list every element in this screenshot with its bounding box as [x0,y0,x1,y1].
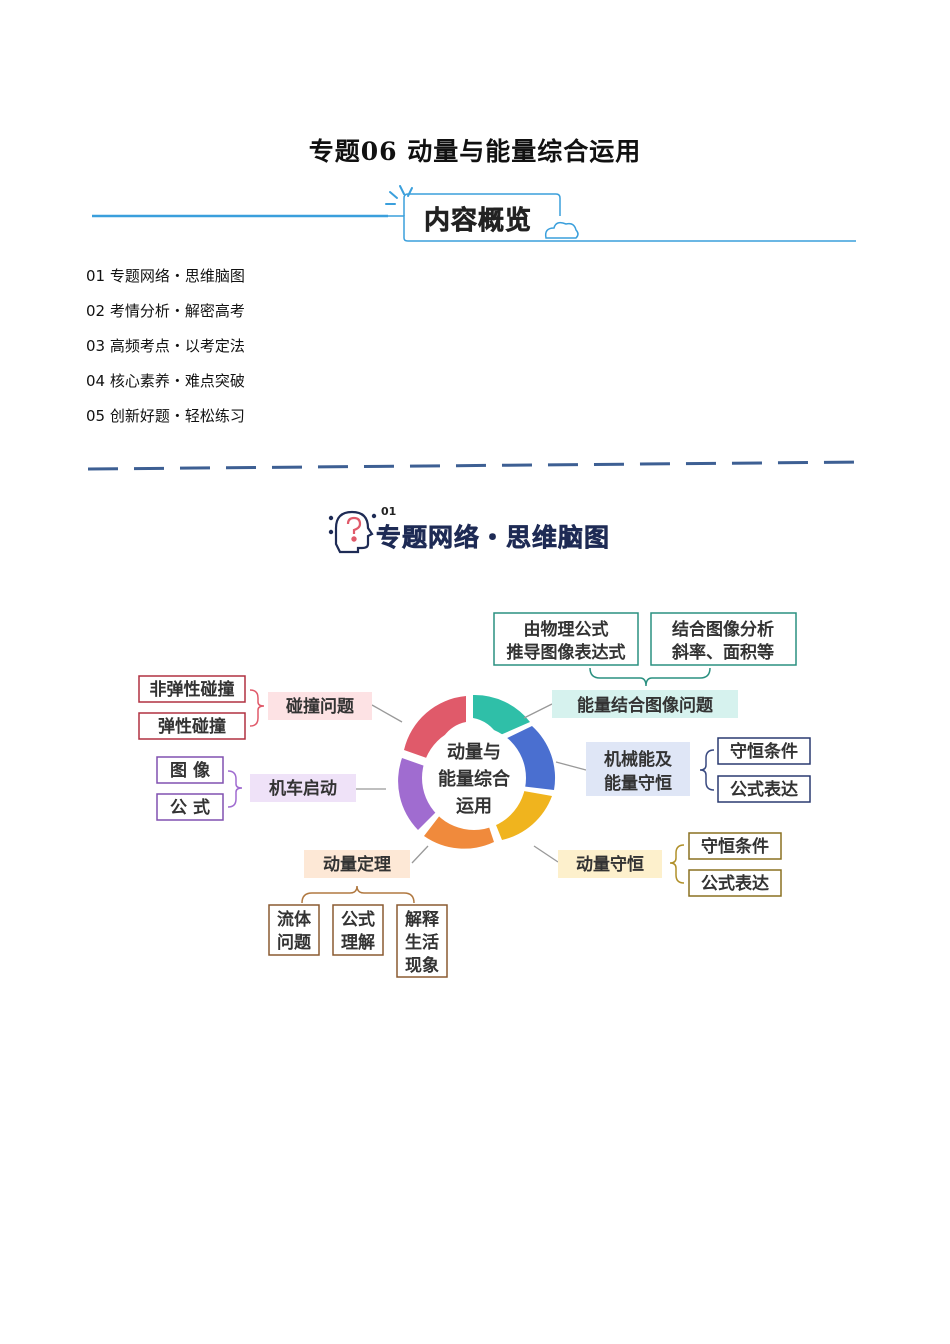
leaf-label: 推导图像表达式 [507,642,626,663]
banner-line-right [388,215,856,242]
branch-label: 机械能及 [604,749,673,770]
branch-label: 能量守恒 [604,773,672,794]
leaf-label: 问题 [277,932,312,953]
branch-label: 能量结合图像问题 [577,695,714,716]
page-title: 专题06 动量与能量综合运用 [308,137,642,166]
leaf-node [332,904,384,956]
leaf-node [156,793,224,821]
leaf-node [138,675,246,703]
section-number: 01 [381,505,397,518]
leaf-node [688,869,782,897]
connector-line [555,761,587,771]
pinwheel-petal [404,696,466,762]
pinwheel-petal [490,790,552,840]
branch-label: 碰撞问题 [286,696,355,717]
center-line: 能量综合 [438,768,511,790]
leaf-label: 生活 [405,932,439,953]
leaf-node [688,832,782,860]
brace-icon [589,667,711,687]
sparkle-icon [385,185,413,205]
connector-line [411,845,429,864]
leaf-node [717,775,811,803]
brain-head-icon [334,510,374,554]
section-heading-icon [328,510,377,554]
toc-item: 03 高频考点・以考定法 [86,337,245,355]
leaf-node [396,904,448,978]
leaf-node [138,712,246,740]
leaf-node [717,737,811,765]
branch-conservation [558,850,662,878]
leaf-label: 公 式 [170,797,210,818]
cloud-icon [544,221,579,239]
branch-theorem [304,850,410,878]
leaf-node [493,612,639,666]
leaf-label: 图 像 [170,761,211,781]
overview-banner [92,185,856,242]
connector-line [523,703,553,719]
pinwheel [398,694,556,849]
connector-line [371,704,403,723]
table-of-contents: 01 专题网络・思维脑图 02 考情分析・解密高考 03 高频考点・以考定法 0… [86,264,245,439]
branch-label: 动量定理 [323,854,391,875]
leaf-label: 解释 [405,909,440,930]
leaf-label: 现象 [405,955,439,976]
branch-label: 动量守恒 [576,854,644,875]
connector-line [533,845,559,863]
leaf-label: 公式表达 [730,779,798,800]
branch-mechanical [586,742,690,796]
pinwheel-petal [473,694,530,736]
leaf-label: 公式 [341,909,375,930]
center-line: 运用 [456,796,492,817]
leaf-label: 流体 [277,909,312,930]
leaf-label: 结合图像分析 [672,619,774,640]
leaf-label: 守恒条件 [701,836,769,857]
toc-item: 04 核心素养・难点突破 [86,372,245,390]
dashed-divider [88,460,868,471]
brace-icon [227,770,243,808]
leaf-node [156,756,224,784]
leaf-label: 理解 [341,932,375,953]
leaf-label: 非弹性碰撞 [150,679,235,700]
banner-tab-outline [403,193,561,216]
brace-icon [669,844,685,884]
brace-icon [699,749,715,791]
pinwheel-center [422,726,526,830]
toc-item: 05 创新好题・轻松练习 [86,407,245,425]
center-line: 动量与 [447,741,501,763]
overview-label: 内容概览 [424,206,533,237]
leaf-label: 由物理公式 [524,619,609,640]
branch-graph [552,690,738,718]
leaf-label: 弹性碰撞 [158,716,226,737]
branch-label: 机车启动 [269,778,337,799]
leaf-label: 公式表达 [701,873,769,894]
leaf-label: 守恒条件 [730,741,798,762]
branch-locomotive [250,774,356,802]
leaf-label: 斜率、面积等 [671,642,774,663]
leaf-node [650,612,797,666]
toc-item: 02 考情分析・解密高考 [86,302,245,320]
branch-collision [268,692,372,720]
circuit-dots-icon [328,513,377,535]
section-title: 专题网络・思维脑图 [376,523,611,553]
leaf-node [268,904,320,956]
toc-item: 01 专题网络・思维脑图 [86,267,245,285]
brace-icon [301,885,415,904]
brace-icon [249,689,265,727]
pinwheel-petal [503,726,556,790]
mind-map: 动量与 能量综合 运用 碰撞问题 非弹性碰撞 弹性碰撞 机车启动 图 像 公 式… [138,612,811,978]
